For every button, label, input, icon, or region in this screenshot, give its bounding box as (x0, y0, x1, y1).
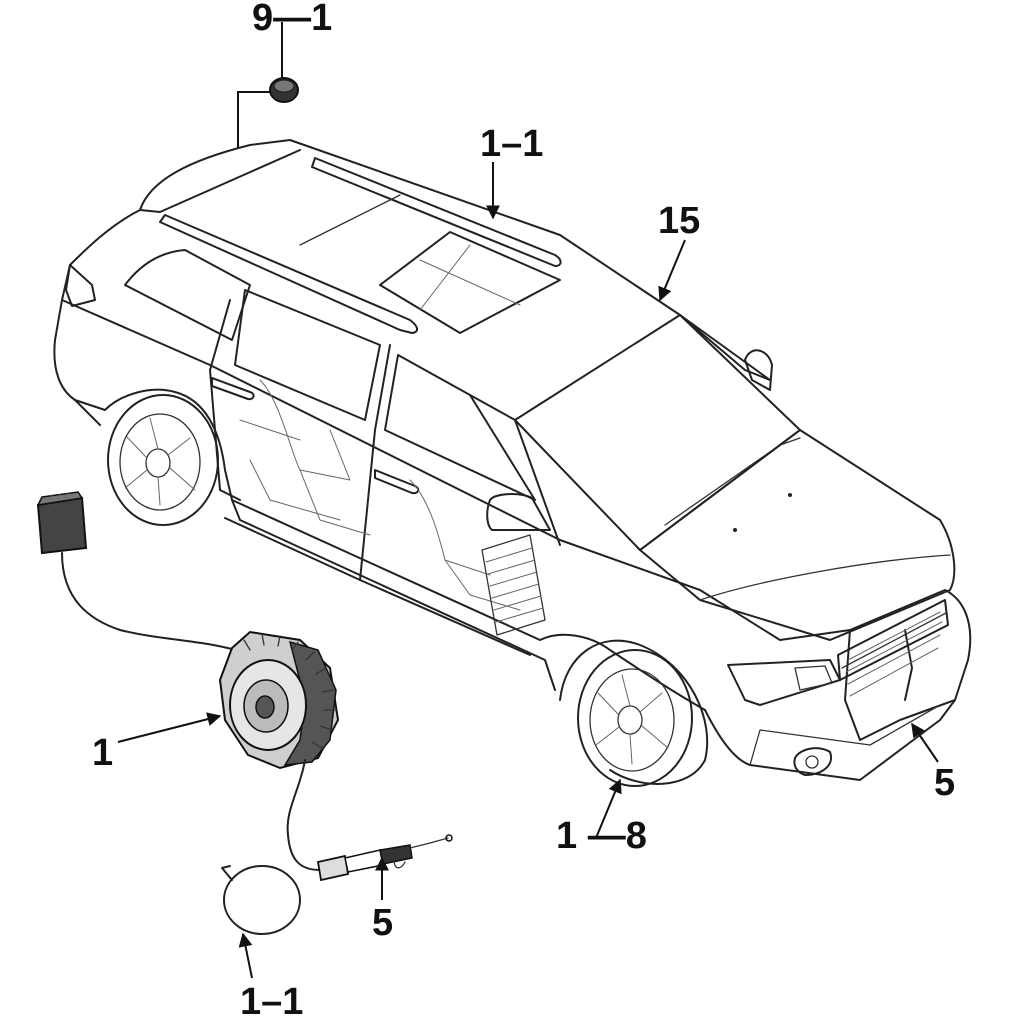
interior-seats (259, 379, 521, 611)
control-module (36, 491, 88, 555)
dashboard-vent (481, 534, 546, 636)
front-door-edge (359, 344, 531, 656)
roof-antenna-nut (269, 77, 299, 103)
leader-windshield (658, 239, 686, 302)
harness-cable (286, 759, 321, 871)
callout-roof: 1–1 (480, 123, 543, 165)
hood (639, 429, 956, 641)
callout-front-wheel: 1 —8 (556, 815, 647, 857)
rear-wheel (107, 394, 219, 526)
far-side-mirror (744, 349, 773, 391)
side-mirror (486, 493, 551, 531)
wire-ring (221, 865, 301, 935)
callout-harness-end: 5 (372, 902, 393, 944)
callout-front-bumper: 5 (934, 762, 955, 804)
front-grille (837, 599, 949, 701)
body-side (74, 388, 706, 711)
roof-rail-right (311, 157, 562, 267)
front-bumper (704, 699, 956, 781)
headlight (727, 659, 841, 706)
callout-ring: 1–1 (240, 981, 303, 1023)
roof-outline (139, 139, 771, 381)
callout-windshield: 15 (658, 200, 700, 242)
sensor-unit (218, 630, 340, 770)
callout-unit: 1 (92, 732, 113, 774)
rear-light (65, 264, 96, 307)
leader-unit (117, 712, 222, 743)
leader-ring (238, 932, 253, 979)
leader-front-bumper (911, 722, 939, 763)
rear-quarter-window (124, 249, 251, 341)
rear-door-handle (211, 377, 255, 401)
fog-light (793, 747, 833, 776)
harness-connector (316, 834, 453, 882)
roof-rail-left (159, 214, 418, 334)
leader-top-left (237, 22, 283, 148)
rear-door-edge (209, 299, 241, 501)
front-door-window (384, 354, 536, 501)
sunroof (379, 231, 561, 334)
rear-door-window (234, 289, 381, 421)
vehicle-outline (53, 139, 972, 781)
callout-top-left: 9—1 (252, 0, 332, 39)
front-wheel (559, 639, 709, 787)
module-cable (61, 552, 236, 651)
leader-front-wheel (595, 778, 622, 839)
front-fascia (844, 589, 972, 741)
